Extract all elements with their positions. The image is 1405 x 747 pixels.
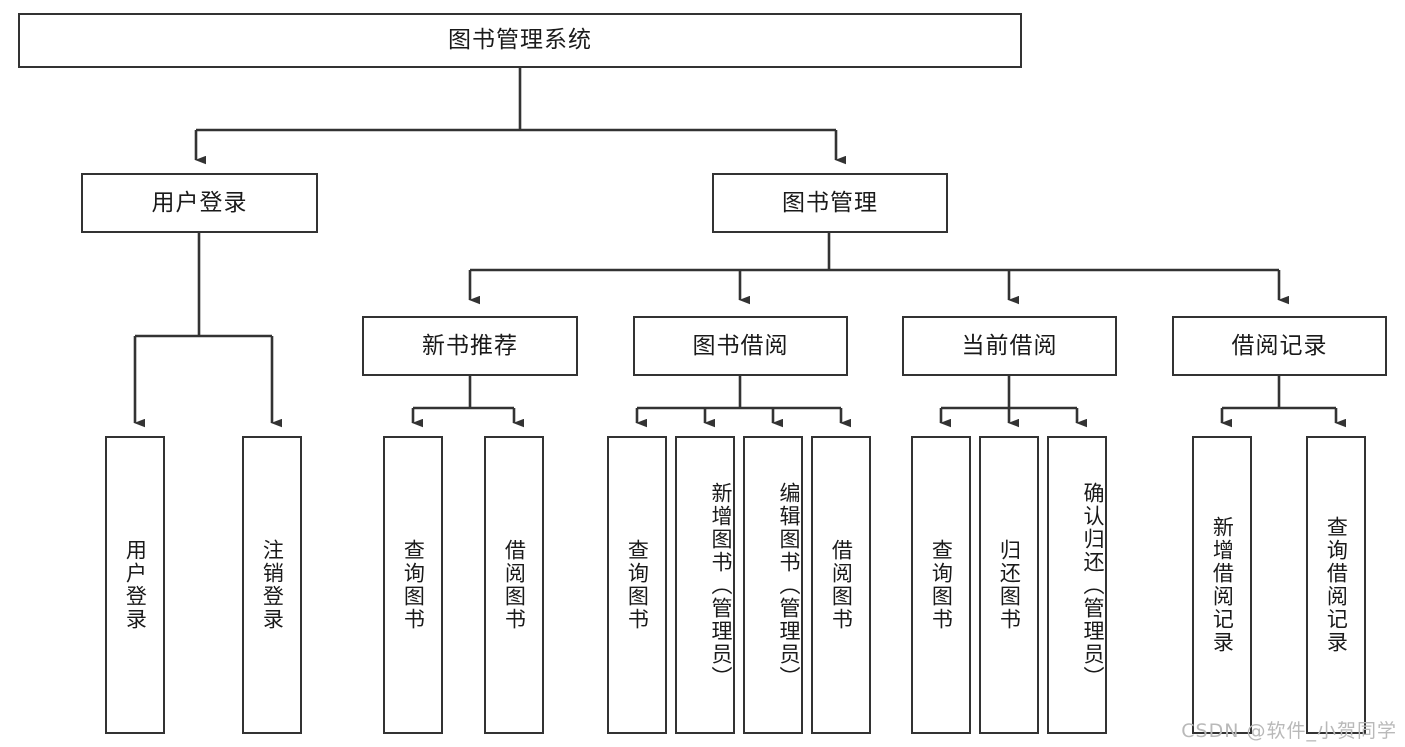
node-root-label: 图书管理系统 [448,27,592,54]
node-new-book-recommend-label: 新书推荐 [422,332,518,359]
node-leaf-user-login-label: 用户登录 [123,539,148,631]
node-leaf-add-record[interactable]: 新增借阅记录 [1192,436,1252,734]
node-leaf-query-book-1[interactable]: 查询图书 [383,436,443,734]
node-leaf-user-login[interactable]: 用户登录 [105,436,165,734]
node-leaf-query-record-label: 查询借阅记录 [1324,516,1349,654]
node-book-borrow-label: 图书借阅 [692,332,789,359]
node-current-borrow-label: 当前借阅 [961,332,1058,359]
watermark-text: CSDN @软件_小贺同学 [1181,720,1397,742]
node-leaf-query-book-2-label: 查询图书 [625,539,650,631]
node-book-borrow[interactable]: 图书借阅 [633,316,848,376]
node-leaf-borrow-book-1-label: 借阅图书 [502,539,527,631]
node-borrow-record[interactable]: 借阅记录 [1172,316,1387,376]
node-leaf-return-book[interactable]: 归还图书 [979,436,1039,734]
node-leaf-query-record[interactable]: 查询借阅记录 [1306,436,1366,734]
node-leaf-logout[interactable]: 注销登录 [242,436,302,734]
node-leaf-borrow-book-2[interactable]: 借阅图书 [811,436,871,734]
node-user-login-label: 用户登录 [151,189,248,216]
node-leaf-query-book-2[interactable]: 查询图书 [607,436,667,734]
node-leaf-query-book-3[interactable]: 查询图书 [911,436,971,734]
node-root[interactable]: 图书管理系统 [18,13,1022,68]
node-leaf-add-book[interactable]: 新增图书（管理员） [675,436,735,734]
node-leaf-add-record-label: 新增借阅记录 [1210,516,1235,654]
node-leaf-confirm-return[interactable]: 确认归还（管理员） [1047,436,1107,734]
node-leaf-edit-book[interactable]: 编辑图书（管理员） [743,436,803,734]
node-leaf-return-book-label: 归还图书 [997,539,1022,631]
node-leaf-borrow-book-2-label: 借阅图书 [829,539,854,631]
node-leaf-add-book-label: 新增图书（管理员） [709,481,733,689]
node-leaf-confirm-return-label: 确认归还（管理员） [1081,481,1105,689]
node-book-manage-label: 图书管理 [782,189,878,216]
node-leaf-query-book-3-label: 查询图书 [929,539,954,631]
node-user-login[interactable]: 用户登录 [81,173,318,233]
node-borrow-record-label: 借阅记录 [1231,332,1328,359]
node-book-manage[interactable]: 图书管理 [712,173,948,233]
node-leaf-edit-book-label: 编辑图书（管理员） [777,481,801,689]
node-leaf-query-book-1-label: 查询图书 [401,539,426,631]
node-leaf-logout-label: 注销登录 [260,539,285,631]
node-current-borrow[interactable]: 当前借阅 [902,316,1117,376]
node-leaf-borrow-book-1[interactable]: 借阅图书 [484,436,544,734]
node-new-book-recommend[interactable]: 新书推荐 [362,316,578,376]
